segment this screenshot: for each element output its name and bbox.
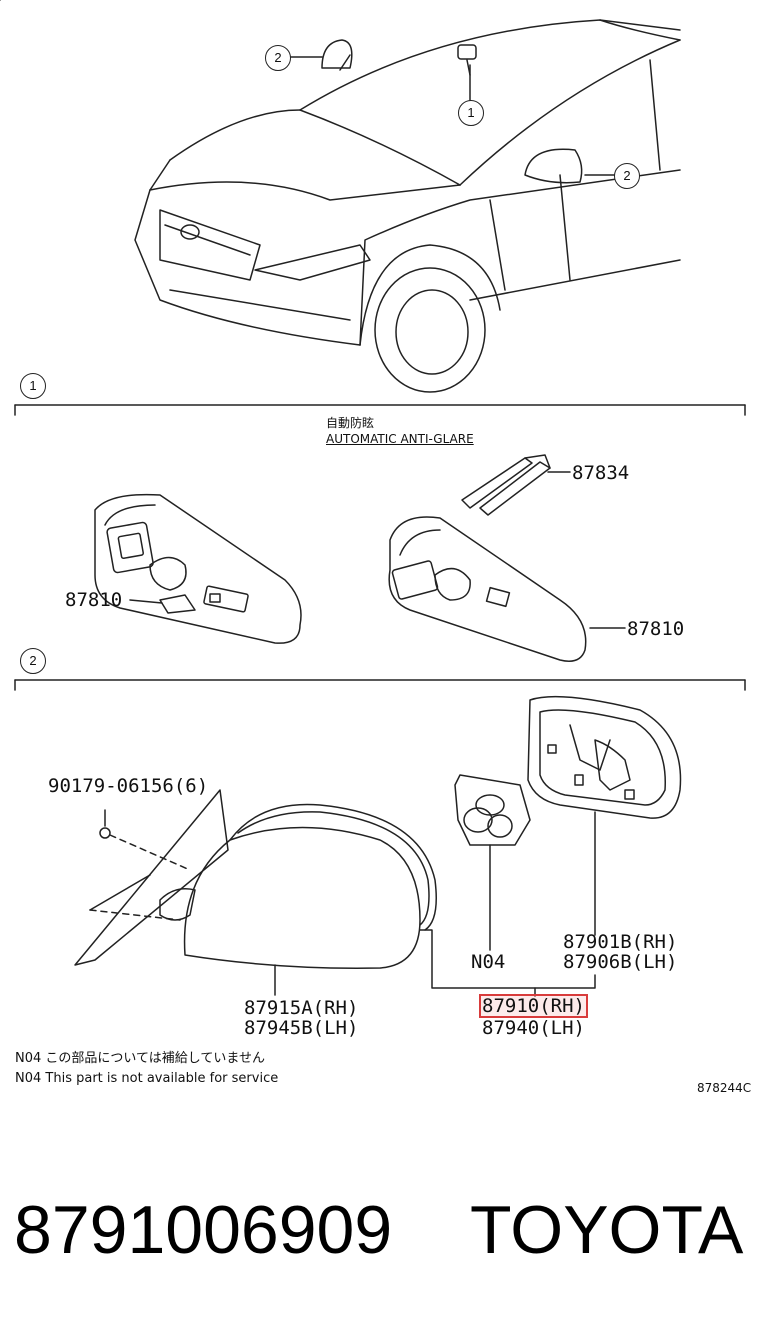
- inner-mirror-left: [94, 493, 302, 644]
- part-label-87940[interactable]: 87940(LH): [482, 1017, 585, 1039]
- part-label-87906b[interactable]: 87906B(LH): [563, 951, 678, 973]
- callout-1-top: 1: [458, 100, 484, 126]
- part-label-87834[interactable]: 87834: [572, 462, 630, 484]
- part-label-87810-left[interactable]: 87810: [65, 589, 123, 611]
- section-marker-2: 2: [20, 648, 46, 674]
- section-one-bracket: [14, 404, 746, 416]
- footer-brand: TOYOTA: [470, 1192, 744, 1268]
- part-label-90179[interactable]: 90179-06156(6): [48, 775, 209, 797]
- part-label-87915a[interactable]: 87915A(RH): [244, 997, 359, 1019]
- diagram-code: 878244C: [697, 1081, 752, 1095]
- section-title-jp: 自動防眩: [326, 416, 375, 430]
- section-title-en: AUTOMATIC ANTI-GLARE: [326, 432, 474, 446]
- callout-2-right: 2: [614, 163, 640, 189]
- outer-mirror-assembly: [74, 695, 682, 997]
- note-jp: N04 この部品については補給していません: [15, 1051, 265, 1066]
- note-en: N04 This part is not available for servi…: [15, 1071, 279, 1086]
- section-marker-1: 1: [20, 373, 46, 399]
- inner-mirror-right: [388, 454, 626, 662]
- part-label-87810-right[interactable]: 87810: [627, 618, 685, 640]
- part-label-87910-highlighted[interactable]: 87910(RH): [479, 994, 588, 1018]
- car-illustration: [134, 19, 681, 393]
- section-two-bracket: [14, 679, 746, 691]
- footer-part-number: 8791006909: [14, 1192, 393, 1268]
- part-label-87901b[interactable]: 87901B(RH): [563, 931, 678, 953]
- part-label-n04[interactable]: N04: [471, 951, 506, 973]
- part-label-87945b[interactable]: 87945B(LH): [244, 1017, 359, 1039]
- callout-2-left: 2: [265, 45, 291, 71]
